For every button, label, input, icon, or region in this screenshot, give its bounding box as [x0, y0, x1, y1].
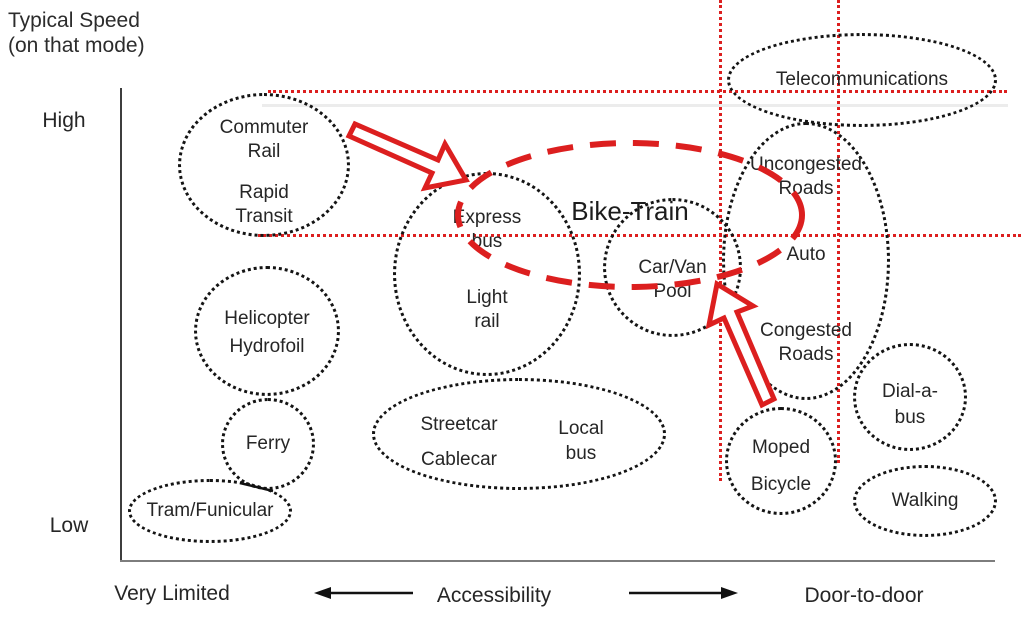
accessibility-arrow-left-icon	[314, 587, 413, 599]
bubble-car-van-pool-label: Car/Van	[638, 257, 707, 278]
red-grid-line-horizontal-upper	[268, 90, 1007, 93]
bike-train-label: Bike-Train	[571, 196, 689, 226]
bubble-bicycle-label: Bicycle	[750, 474, 812, 495]
diagram-title: Typical Speed (on that mode)	[8, 8, 145, 58]
bubble-commuter-rail-label2: Rail	[247, 141, 281, 162]
y-axis-label-low: Low	[49, 514, 89, 537]
bubble-helicopter-hydrofoil: Helicopter Hydrofoil	[194, 266, 340, 396]
x-axis-label-door-to-door: Door-to-door	[804, 584, 924, 607]
bubble-auto-label: Auto	[786, 244, 826, 265]
bubble-walking: Walking	[853, 465, 997, 537]
bubble-dial-a-bus: Dial-a- bus	[853, 343, 967, 451]
bubble-light-rail-label: Light	[466, 287, 508, 308]
bubble-local-bus-label2: bus	[565, 443, 597, 464]
bubble-commuter-rail-label: Commuter	[219, 117, 309, 138]
bubble-express-bus-label: Express	[452, 207, 522, 228]
diagram-title-line1: Typical Speed	[8, 9, 140, 32]
bubble-rapid-transit-label: Rapid	[239, 182, 289, 203]
bubble-congested-roads-label2: Roads	[778, 344, 834, 365]
bubble-congested-roads-label: Congested	[760, 320, 852, 341]
accessibility-arrow-right-icon	[629, 587, 738, 599]
arrow-commuter-to-bike-train-icon	[345, 120, 470, 192]
bubble-express-bus-label2: bus	[471, 231, 503, 252]
diagram-title-line2: (on that mode)	[8, 34, 145, 57]
bubble-streetcar-cablecar-local-bus: Streetcar Cablecar Local bus	[372, 378, 666, 490]
bubble-moped-label: Moped	[751, 437, 811, 458]
bubble-cablecar-label: Cablecar	[420, 449, 498, 470]
x-axis-line	[120, 560, 995, 562]
bubble-moped-bicycle: Moped Bicycle	[725, 407, 837, 515]
faint-gridline	[262, 104, 1008, 107]
bubble-uncongested-roads-label: Uncongested	[750, 154, 862, 175]
x-axis-label-very-limited: Very Limited	[114, 582, 230, 605]
bubble-commuter-rail: Commuter Rail Rapid Transit	[178, 93, 350, 237]
bubble-roads-auto: Uncongested Roads Auto Congested Roads	[722, 122, 890, 400]
bubble-light-rail-label2: rail	[474, 311, 500, 332]
bubble-tram-funicular-label: Tram/Funicular	[146, 500, 274, 521]
bubble-hydrofoil-label: Hydrofoil	[229, 336, 305, 357]
bubble-express-bus-light-rail: Express bus Light rail	[393, 172, 581, 376]
bubble-helicopter-label: Helicopter	[224, 308, 310, 329]
bubble-ferry-label: Ferry	[245, 433, 291, 454]
bubble-ferry: Ferry	[221, 398, 315, 490]
bubble-uncongested-roads-label2: Roads	[778, 178, 834, 199]
y-axis-label-high: High	[42, 109, 86, 132]
bubble-dial-a-bus-label: Dial-a-	[882, 381, 938, 402]
bubble-dial-a-bus-label2: bus	[894, 407, 926, 428]
bubble-tram-funicular: Tram/Funicular	[128, 479, 292, 543]
bubble-streetcar-label: Streetcar	[420, 414, 498, 435]
x-axis-label-accessibility: Accessibility	[436, 584, 552, 607]
bubble-telecommunications: Telecommunications	[727, 33, 997, 127]
y-axis-line	[120, 88, 122, 562]
bubble-car-van-pool-label2: Pool	[653, 281, 692, 302]
bubble-telecommunications-label: Telecommunications	[775, 69, 949, 90]
bubble-walking-label: Walking	[891, 490, 959, 511]
bubble-rapid-transit-label2: Transit	[235, 206, 293, 227]
bubble-local-bus-label: Local	[558, 418, 604, 439]
